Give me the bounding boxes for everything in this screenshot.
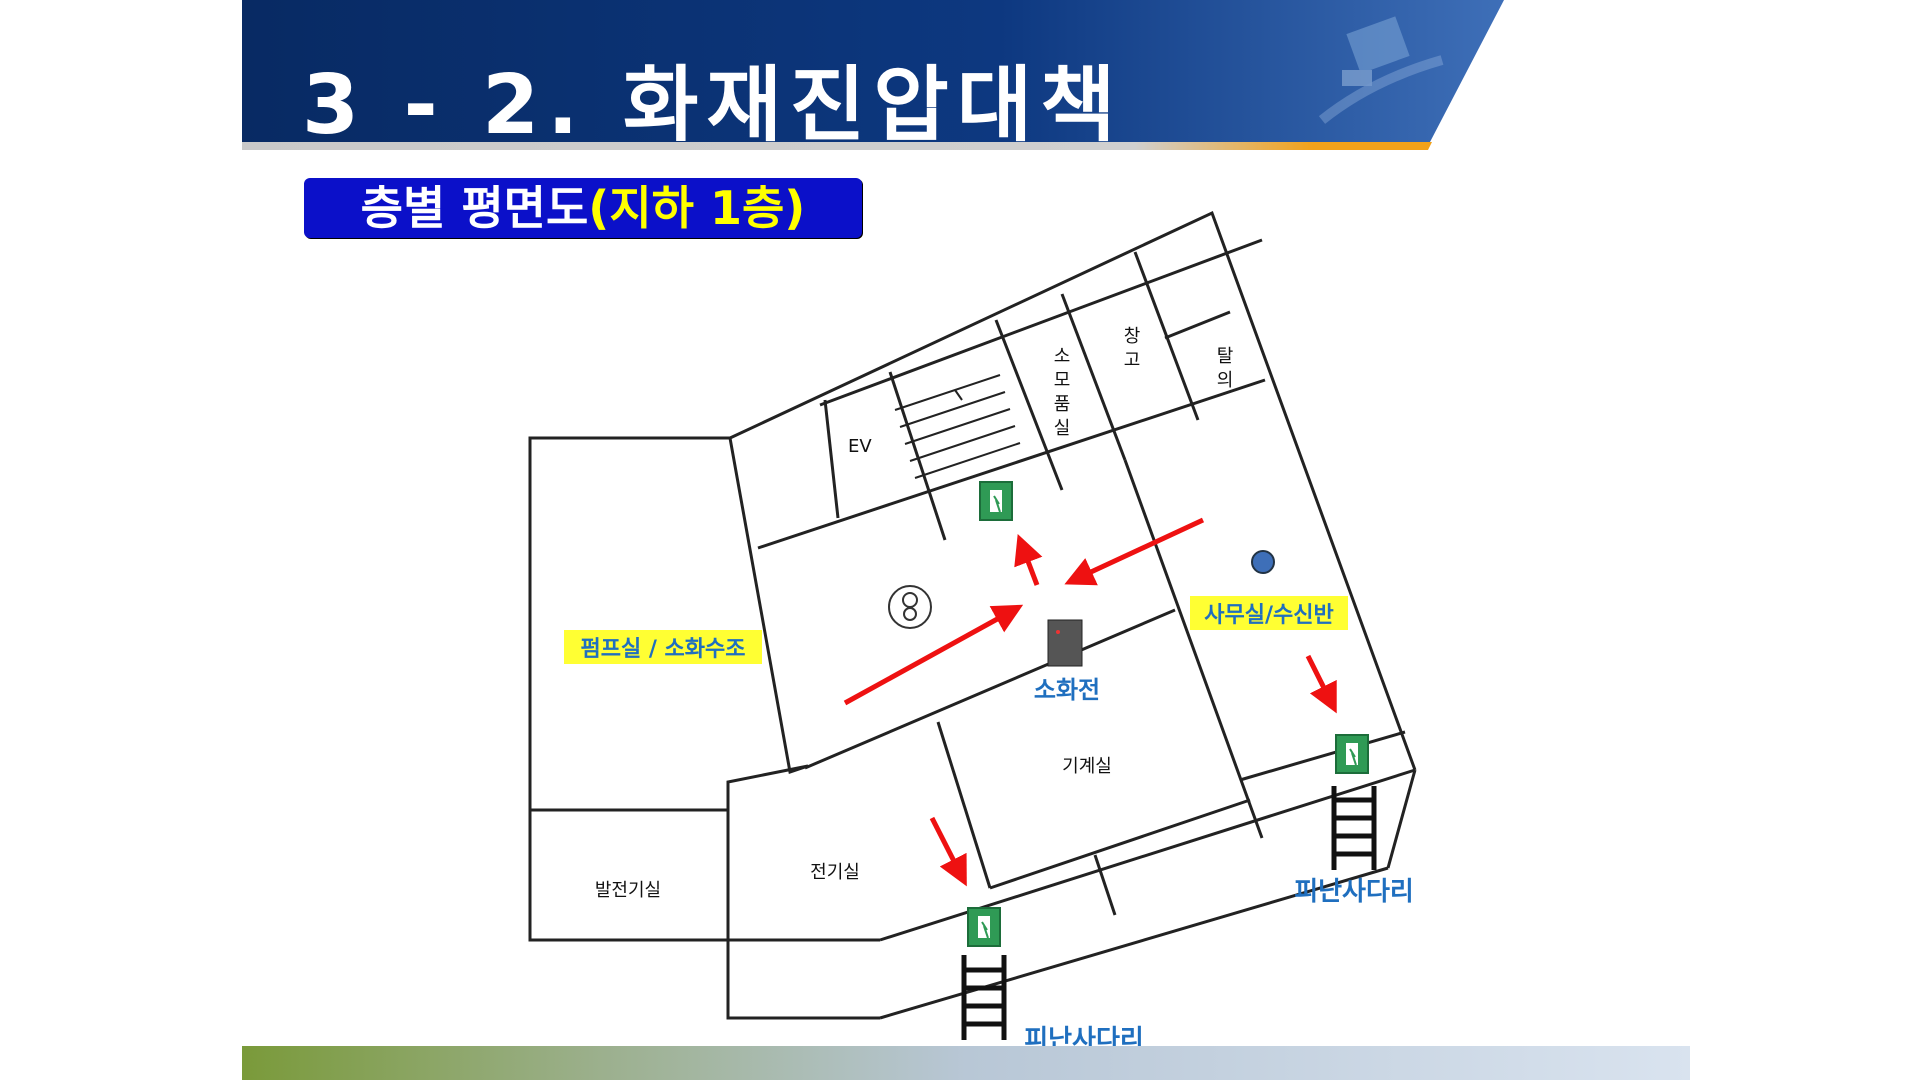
stairs [894, 374, 1021, 479]
arrow-pump-to-hydrant [843, 604, 1024, 706]
room-generator-label: 발전기실 [595, 880, 661, 901]
room-supplies-label-4: 실 [1054, 418, 1071, 439]
subtitle-text: 층별 평면도(지하 1층) [304, 178, 862, 238]
ladder-right-label: 피난사다리 [1294, 877, 1414, 907]
exit-sign-bottom-icon [967, 907, 1001, 947]
escape-ladder-right-icon [1331, 786, 1377, 870]
room-ev-label: EV [848, 436, 872, 457]
sprinkler-icon [1251, 550, 1275, 574]
room-supplies-label-1: 소 [1054, 346, 1071, 367]
slide: 3 - 2. 화재진압대책 층별 평면도(지하 1층) [242, 0, 1690, 1080]
room-supplies-label-3: 품 [1054, 394, 1071, 415]
slide-title: 3 - 2. 화재진압대책 [302, 58, 1124, 153]
escape-ladder-bottom-icon [961, 955, 1007, 1040]
room-supplies-label-2: 모 [1054, 370, 1071, 391]
detector-icon [888, 585, 932, 629]
subtitle-prefix: 층별 평면도 [360, 181, 589, 235]
subtitle-highlight: (지하 1층) [588, 181, 806, 235]
room-storage-label-2: 고 [1124, 350, 1141, 371]
firefighter-graphic-icon [1318, 16, 1444, 124]
floor-plan: EV 소 모 품 실 창 고 탈 의 기계실 전기실 발전기실 펌프실 / 소화… [528, 210, 1417, 1055]
fire-hydrant-icon [1047, 619, 1083, 667]
header-band [242, 0, 1504, 150]
room-storage-label-1: 창 [1124, 326, 1141, 347]
room-office-label: 사무실/수신반 [1204, 603, 1333, 628]
arrow-office-to-hydrant [1064, 517, 1205, 586]
hydrant-label: 소화전 [1034, 676, 1100, 704]
room-locker-label-1: 탈 [1217, 346, 1234, 367]
exit-sign-right-icon [1335, 734, 1369, 774]
office-highlight [1190, 596, 1348, 630]
arrow-to-bottom-exit [929, 816, 967, 887]
room-machine-label: 기계실 [1062, 756, 1112, 777]
arrow-to-right-exit [1305, 654, 1337, 714]
room-locker-label-2: 의 [1217, 370, 1234, 391]
hydrant-light-icon [1056, 630, 1060, 634]
arrow-to-stairs-exit [1014, 533, 1043, 586]
exit-sign-top-icon [979, 481, 1013, 521]
footer-band [242, 1046, 1690, 1080]
pump-room-highlight [564, 630, 762, 664]
room-pump-label: 펌프실 / 소화수조 [580, 637, 745, 662]
room-electrical-label: 전기실 [810, 862, 860, 883]
subtitle-box: 층별 평면도(지하 1층) [304, 178, 862, 238]
plan-walls [528, 210, 1417, 1020]
